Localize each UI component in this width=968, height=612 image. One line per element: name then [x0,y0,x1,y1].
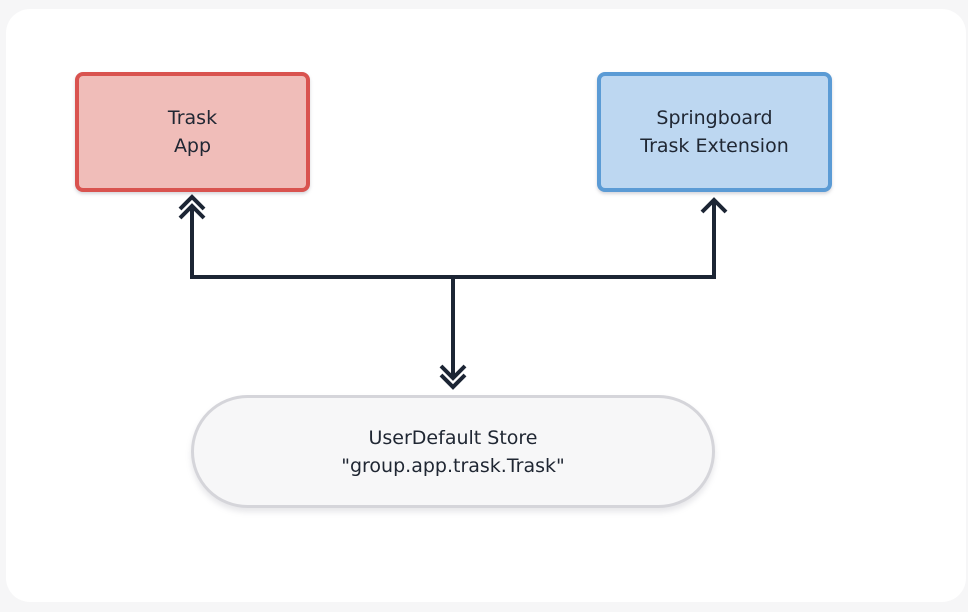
node-trask-app-label-line2: App [173,135,212,157]
node-springboard-label-line2: Trask Extension [640,135,789,157]
node-springboard-trask-extension: Springboard Trask Extension [597,72,832,192]
node-springboard-label-line1: Springboard [656,107,773,129]
node-trask-app: Trask App [75,72,310,192]
node-userdefault-store: UserDefault Store "group.app.trask.Trask… [191,395,715,508]
node-trask-app-label-line1: Trask [167,107,218,129]
node-userdefault-store-label-line2: "group.app.trask.Trask" [341,454,565,477]
node-userdefault-store-label-line1: UserDefault Store [368,426,538,449]
